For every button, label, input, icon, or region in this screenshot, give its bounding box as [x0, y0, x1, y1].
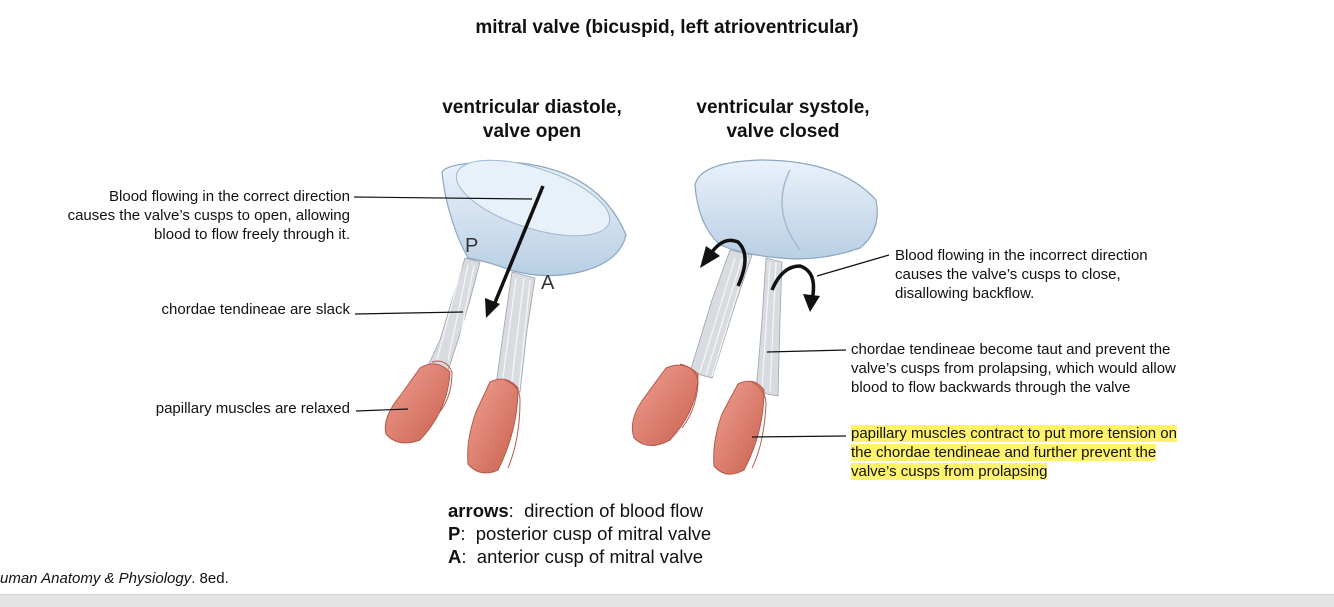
posterior-cusp-label: P — [465, 235, 478, 258]
right-papillary-line2: the chordae tendineae and further preven… — [851, 444, 1156, 461]
left-flow-line2: causes the valve’s cusps to open, allowi… — [20, 206, 350, 225]
leader-line-right-flow — [817, 255, 889, 276]
left-flow-line1: Blood flowing in the correct direction — [20, 187, 350, 206]
legend-item-posterior: P: posterior cusp of mitral valve — [448, 522, 808, 545]
right-chordae-annotation: chordae tendineae become taut and preven… — [851, 340, 1231, 397]
left-flow-annotation: Blood flowing in the correct direction c… — [20, 187, 350, 244]
right-papillary-annotation: papillary muscles contract to put more t… — [851, 424, 1231, 481]
legend: arrows: direction of blood flow P: poste… — [448, 499, 808, 568]
right-papillary-line3: valve’s cusps from prolapsing — [851, 463, 1047, 480]
left-flow-line3: blood to flow freely through it. — [20, 225, 350, 244]
citation-edition: . 8ed. — [191, 570, 229, 587]
legend-item-anterior: A: anterior cusp of mitral valve — [448, 545, 808, 568]
citation-source: uman Anatomy & Physiology — [0, 570, 191, 587]
closed-papillary-muscle-posterior — [632, 365, 698, 445]
legend-item-arrows: arrows: direction of blood flow — [448, 499, 808, 522]
right-papillary-line1: papillary muscles contract to put more t… — [851, 425, 1177, 442]
right-flow-line1: Blood flowing in the incorrect direction — [895, 246, 1235, 265]
legend-key-posterior: P — [448, 523, 460, 544]
anterior-cusp-label: A — [541, 272, 554, 295]
left-papillary-annotation: papillary muscles are relaxed — [20, 399, 350, 418]
right-flow-line3: disallowing backflow. — [895, 284, 1235, 303]
citation: uman Anatomy & Physiology. 8ed. — [0, 570, 229, 587]
right-flow-line2: causes the valve’s cusps to close, — [895, 265, 1235, 284]
left-chordae-annotation: chordae tendineae are slack — [20, 300, 350, 319]
open-valve-drawing — [385, 145, 626, 473]
leader-line-right-papillary — [752, 436, 846, 437]
open-papillary-muscle-posterior — [385, 364, 450, 443]
right-chordae-line2: valve’s cusps from prolapsing, which wou… — [851, 359, 1231, 378]
legend-key-arrows: arrows — [448, 500, 509, 521]
right-chordae-line3: blood to flow backwards through the valv… — [851, 378, 1231, 397]
closed-backflow-arrowhead-right — [803, 294, 820, 312]
legend-text-posterior: posterior cusp of mitral valve — [476, 523, 711, 544]
bottom-toolbar-strip — [0, 594, 1334, 607]
legend-key-anterior: A — [448, 546, 461, 567]
closed-backflow-arrowhead-left — [700, 246, 720, 268]
open-flow-arrowhead — [485, 298, 500, 318]
legend-text-anterior: anterior cusp of mitral valve — [477, 546, 703, 567]
closed-valve-drawing — [632, 160, 877, 474]
closed-papillary-muscle-anterior — [714, 381, 764, 474]
open-papillary-muscle-anterior — [468, 379, 518, 473]
leader-line-left-chordae — [355, 312, 463, 314]
right-chordae-line1: chordae tendineae become taut and preven… — [851, 340, 1231, 359]
right-flow-annotation: Blood flowing in the incorrect direction… — [895, 246, 1235, 303]
legend-text-arrows: direction of blood flow — [524, 500, 703, 521]
